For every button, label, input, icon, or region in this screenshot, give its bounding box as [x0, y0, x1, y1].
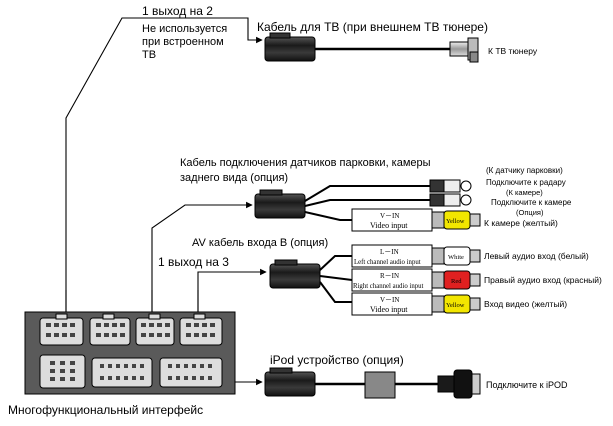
left-audio-plug	[351, 244, 481, 268]
label-tv-cable: Кабель для ТВ (при внешнем ТВ тюнере)	[257, 20, 488, 34]
label-option-paren: (Опция)	[516, 208, 544, 217]
interface-socket-3	[135, 313, 175, 346]
av-cable	[269, 244, 481, 316]
plug-lin-top: L－IN	[380, 248, 399, 256]
plug-left-channel: Left channel audio input	[354, 259, 421, 266]
tv-tuner-plug	[449, 37, 479, 63]
label-parking-title-1: Кабель подключения датчиков парковки, ка…	[180, 157, 431, 169]
label-right-audio: Правый аудио вход (красный)	[484, 275, 602, 285]
interface-socket-1	[39, 313, 84, 346]
interface-socket-4	[179, 313, 223, 346]
plug-red: Red	[451, 278, 462, 285]
label-connect-camera: Подключите к камере	[491, 198, 572, 207]
plug-vin-top-2: V－IN	[380, 296, 399, 304]
parking-camera-cable	[254, 179, 481, 232]
label-video-in: Вход видео (желтый)	[484, 299, 567, 309]
plug-yellow-1: Yellow	[446, 218, 465, 225]
plug-video-input-2: Video input	[370, 305, 408, 314]
plug-vin-top-1: V－IN	[380, 212, 399, 220]
label-connect-ipod: Подключите к iPOD	[486, 380, 568, 390]
label-to-parking-sensor: (К датчику парковки)	[486, 166, 563, 175]
label-not-used-2: при встроенном	[142, 36, 224, 48]
plug-white: White	[448, 254, 464, 261]
label-to-camera-yellow: К камере (желтый)	[484, 218, 558, 228]
label-ipod-device: iPod устройство (опция)	[270, 353, 404, 367]
label-av-cable: AV кабель входа В (опция)	[192, 237, 328, 249]
radar-plug	[429, 179, 472, 193]
plug-rin-top: R－IN	[380, 272, 399, 280]
label-out-1-of-2: 1 выход на 2	[142, 4, 213, 18]
plug-right-channel: Right channel audio input	[353, 283, 424, 290]
av-video-plug	[351, 292, 481, 316]
camera-plug	[429, 193, 472, 207]
label-not-used-3: ТВ	[142, 49, 156, 61]
interface-socket-6	[91, 357, 153, 388]
interface-socket-5	[39, 354, 86, 389]
label-connect-radar: Подключите к радару	[486, 178, 566, 187]
interface-socket-2	[89, 313, 131, 346]
label-parking-title-2: заднего вида (опция)	[180, 172, 288, 184]
ipod-cable	[264, 367, 481, 399]
label-multi-interface: Многофункциональный интерфейс	[8, 403, 203, 417]
interface-socket-7	[159, 357, 223, 388]
ipod-plug	[437, 369, 481, 399]
parking-video-plug	[351, 208, 481, 232]
tv-cable	[264, 32, 479, 63]
plug-yellow-2: Yellow	[446, 302, 465, 309]
right-audio-plug	[351, 268, 481, 292]
label-left-audio: Левый аудио вход (белый)	[484, 251, 589, 261]
label-to-tv-tuner: К ТВ тюнеру	[488, 46, 538, 56]
label-not-used-1: Не используется	[142, 23, 227, 35]
label-to-camera-paren: (К камере)	[506, 188, 543, 197]
plug-video-input-1: Video input	[370, 221, 408, 230]
label-out-1-of-3: 1 выход на 3	[158, 255, 229, 269]
multifunction-interface	[24, 311, 236, 395]
